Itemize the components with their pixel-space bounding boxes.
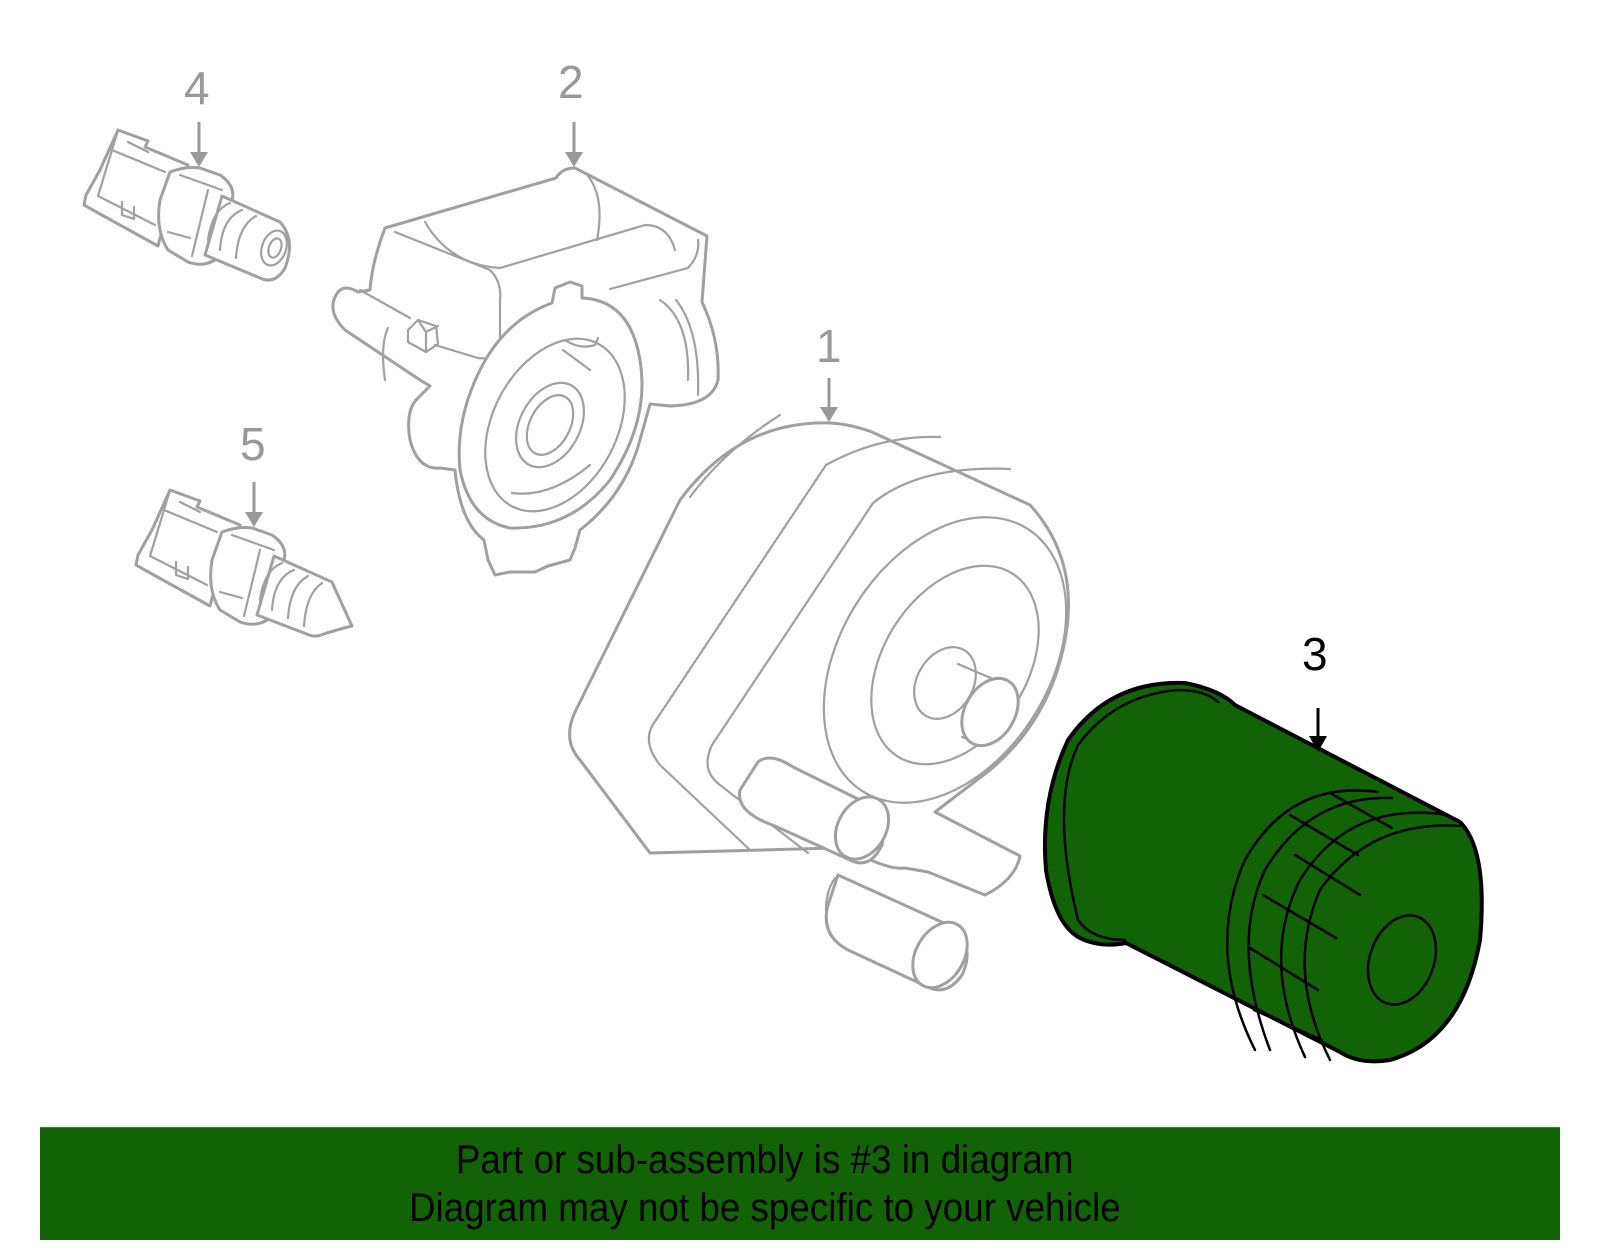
info-banner: Part or sub-assembly is #3 in diagram Di…: [40, 1127, 1560, 1240]
callout-3-label: 3: [1302, 628, 1328, 680]
callout-2-label: 2: [558, 56, 584, 108]
part-1-oil-cooler[interactable]: [568, 413, 1117, 997]
callout-3: 3: [1302, 628, 1328, 752]
part-5-temperature-sensor[interactable]: [134, 488, 354, 638]
part-2-filter-housing[interactable]: [331, 166, 720, 577]
callout-4-label: 4: [184, 62, 210, 114]
banner-part-notice: Part or sub-assembly is #3 in diagram: [456, 1138, 1074, 1182]
parts-diagram: 4 5: [82, 56, 1484, 1064]
part-4-pressure-sensor[interactable]: [82, 128, 291, 282]
callout-5-label: 5: [240, 418, 266, 470]
callout-4: 4: [184, 62, 210, 167]
part-3-oil-filter[interactable]: [1042, 680, 1484, 1064]
callout-1: 1: [816, 320, 842, 422]
callout-2: 2: [558, 56, 584, 167]
banner-disclaimer: Diagram may not be specific to your vehi…: [409, 1186, 1121, 1230]
callout-1-label: 1: [816, 320, 842, 372]
callout-5: 5: [240, 418, 266, 527]
